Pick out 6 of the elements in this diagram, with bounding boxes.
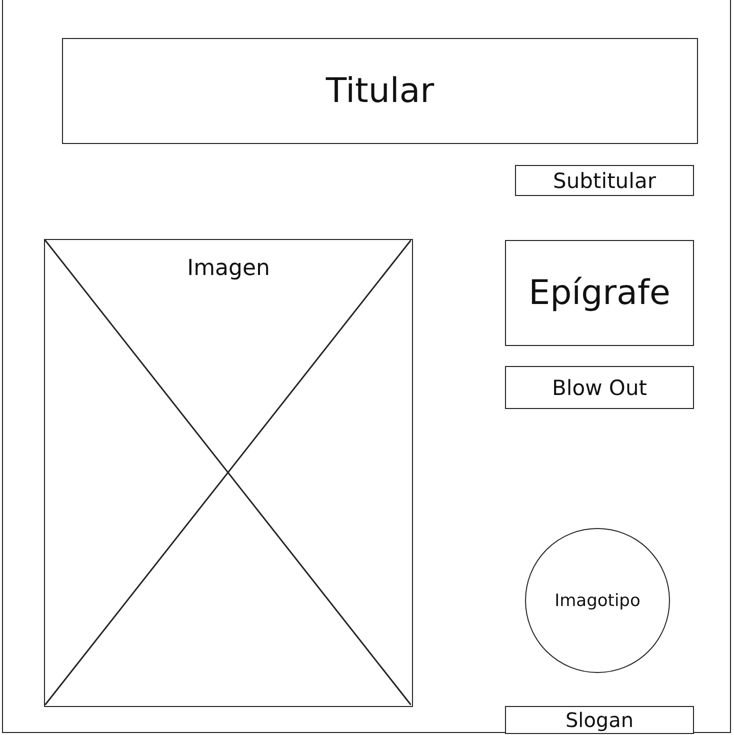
round-field: Imagotipo: [525, 528, 670, 673]
headline-field: Titular: [62, 38, 698, 144]
blowout-field: Blow Out: [505, 366, 694, 409]
subheadline-field: Subtitular: [515, 165, 694, 196]
slogan-field: Slogan: [505, 706, 694, 734]
caption-field: Epígrafe: [505, 240, 694, 346]
